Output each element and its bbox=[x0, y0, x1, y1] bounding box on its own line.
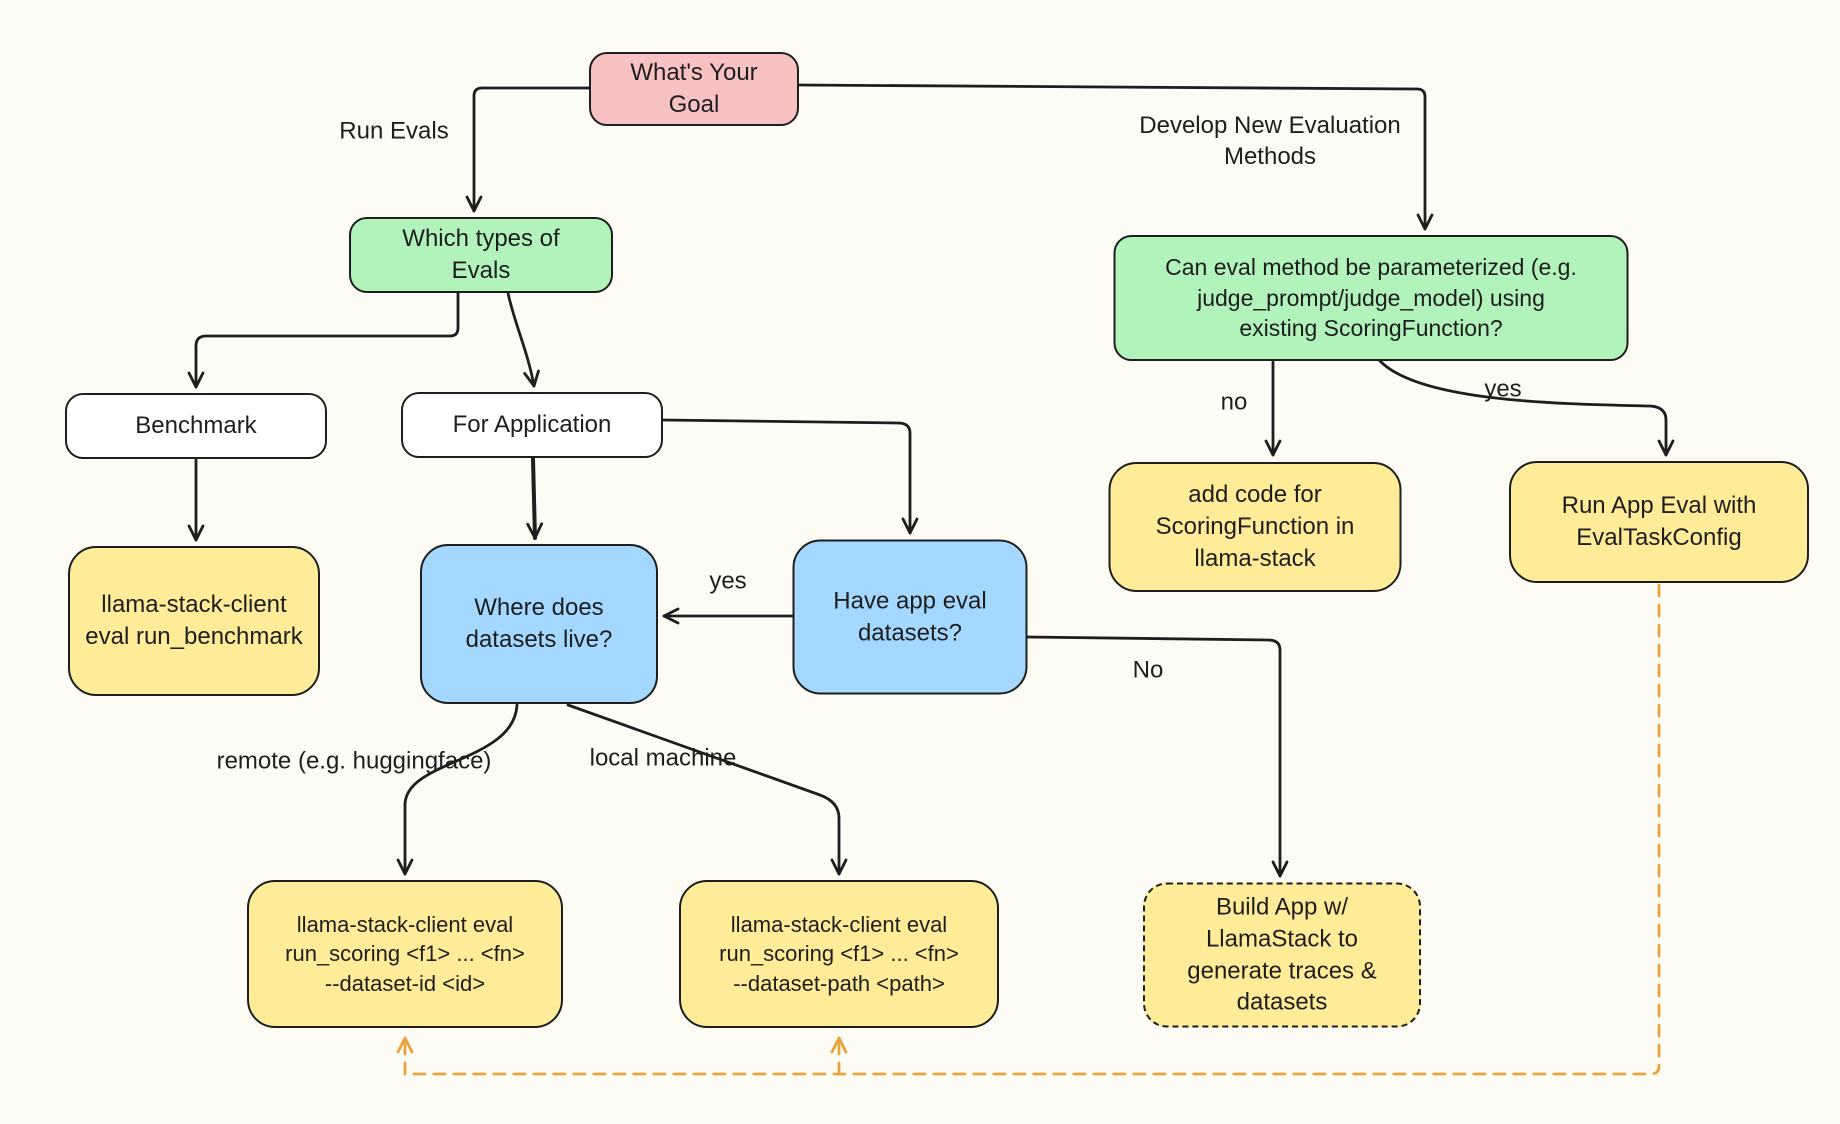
edge-goal-to-which-types bbox=[465, 86, 591, 213]
edge-for-application-to-where-datasets bbox=[526, 457, 544, 540]
edge-label-remote: remote (e.g. huggingface) bbox=[216, 747, 492, 775]
node-goal: What's Your Goal bbox=[589, 52, 799, 126]
edge-where-datasets-to-run-scoring-id bbox=[396, 703, 519, 876]
edge-label-no-have: No bbox=[1132, 656, 1164, 684]
edge-label-local: local machine bbox=[589, 744, 737, 772]
edge-label-yes-param: yes bbox=[1484, 375, 1522, 403]
node-which-types: Which types of Evals bbox=[349, 217, 613, 293]
node-build-app: Build App w/ LlamaStack to generate trac… bbox=[1143, 882, 1421, 1028]
edge-label-yes-have: yes bbox=[709, 567, 747, 595]
edge-which-types-to-for-application bbox=[506, 291, 540, 388]
node-add-code: add code for ScoringFunction in llama-st… bbox=[1108, 462, 1402, 592]
edge-which-types-to-benchmark bbox=[187, 291, 460, 389]
node-have-datasets: Have app eval datasets? bbox=[792, 539, 1028, 695]
node-param-question: Can eval method be parameterized (e.g. j… bbox=[1113, 235, 1629, 361]
edge-label-no-param: no bbox=[1220, 388, 1248, 416]
edge-label-run-evals: Run Evals bbox=[339, 117, 449, 145]
node-run-scoring-id: llama-stack-client eval run_scoring <f1>… bbox=[247, 880, 563, 1028]
edge-where-datasets-to-run-scoring-path bbox=[566, 703, 848, 876]
node-run-scoring-path: llama-stack-client eval run_scoring <f1>… bbox=[679, 880, 999, 1028]
node-run-app-eval: Run App Eval with EvalTaskConfig bbox=[1509, 461, 1809, 583]
edge-for-application-to-have-datasets bbox=[661, 418, 919, 535]
node-benchmark: Benchmark bbox=[65, 393, 327, 459]
node-where-datasets: Where does datasets live? bbox=[420, 544, 658, 704]
node-for-application: For Application bbox=[401, 392, 663, 458]
node-run-benchmark: llama-stack-client eval run_benchmark bbox=[68, 546, 320, 696]
edge-param-question-to-run-app-eval bbox=[1378, 359, 1675, 457]
edge-label-develop-new: Develop New Evaluation Methods bbox=[1139, 111, 1401, 170]
